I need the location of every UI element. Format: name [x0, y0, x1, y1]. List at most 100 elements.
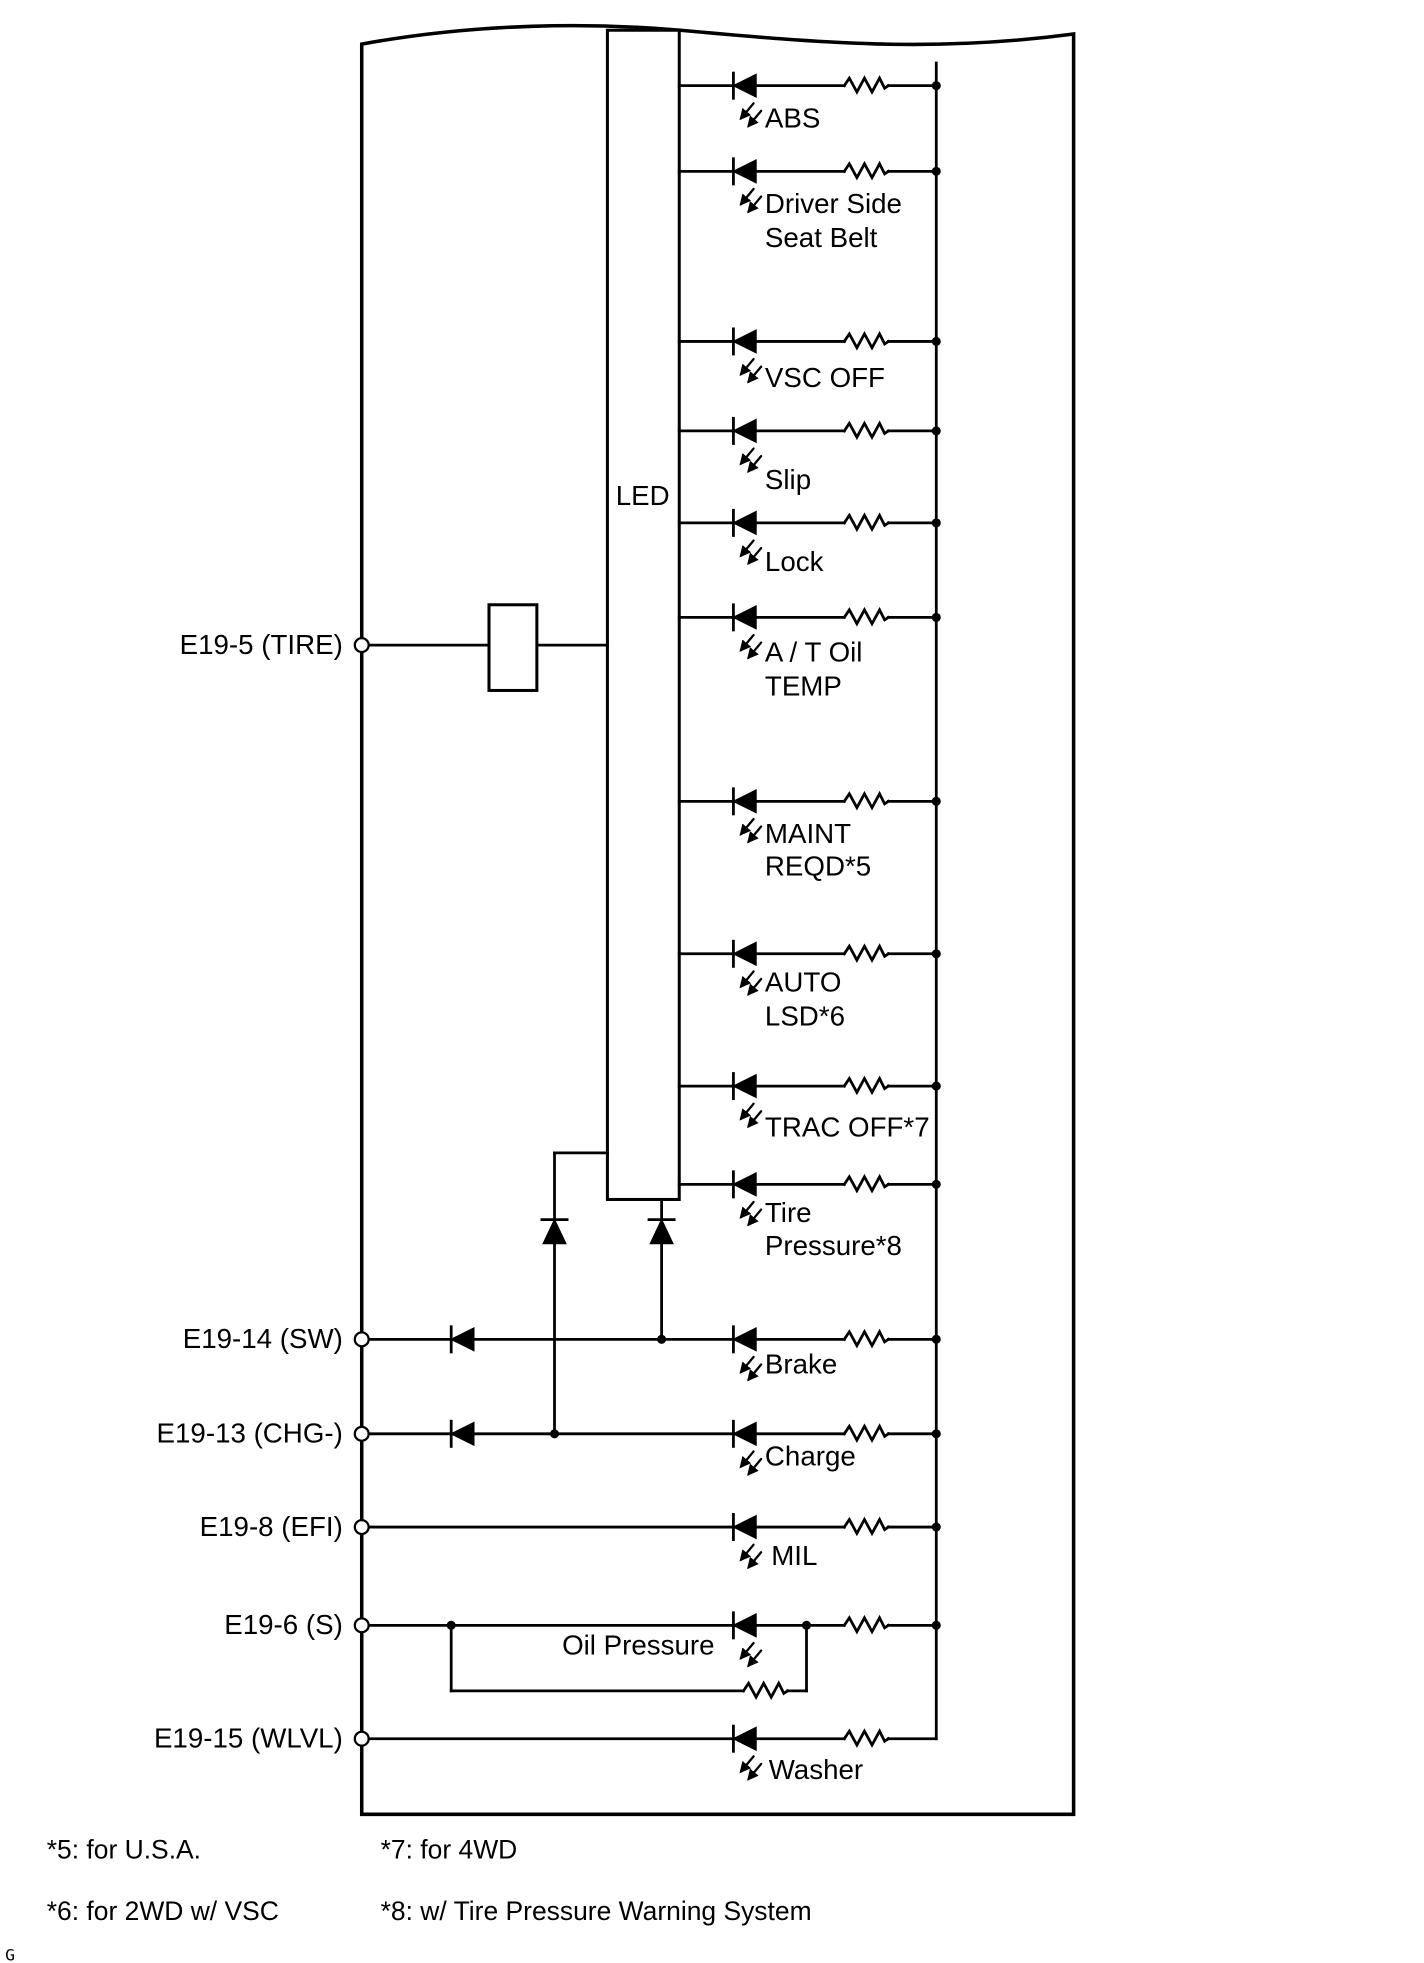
light-emission-arrow: [739, 817, 755, 836]
indicator-label: Washer: [769, 1754, 863, 1785]
light-emission-arrow: [747, 1110, 763, 1129]
light-emission-arrow: [739, 1755, 755, 1774]
light-emission-arrow: [739, 1102, 755, 1121]
diode-triangle: [732, 1612, 757, 1638]
light-emission-arrow: [739, 187, 755, 206]
connector-label: E19-5 (TIRE): [180, 629, 343, 660]
indicator-label: Driver Side: [765, 188, 902, 219]
connector-terminal: [353, 1425, 370, 1442]
resistor-symbol: [842, 790, 891, 811]
led-symbol: [732, 508, 757, 537]
resistor-symbol: [842, 606, 891, 627]
light-emission-arrow: [739, 633, 755, 652]
connector-pin: E19-6 (S): [224, 1609, 370, 1640]
indicator-label: MAINT: [765, 818, 851, 849]
indicator-label: REQD*5: [765, 851, 871, 882]
diode-triangle: [732, 788, 757, 814]
resistor-symbol: [842, 1614, 891, 1635]
resistor-symbol: [842, 943, 891, 963]
junction-dot: [446, 1620, 456, 1630]
light-emission-arrow: [739, 447, 755, 466]
connector-pin: E19-8 (EFI): [200, 1511, 370, 1542]
light-emission-arrow: [747, 1649, 763, 1668]
light-emission-arrow: [747, 1363, 763, 1382]
connector-terminal: [353, 1730, 370, 1747]
diode-triangle: [732, 1726, 757, 1752]
led-symbol: [732, 1611, 757, 1640]
resistor-symbol: [842, 160, 891, 181]
light-emission-arrow: [747, 1208, 763, 1227]
light-emission-arrow: [739, 1200, 755, 1219]
indicator-label: A / T Oil: [765, 636, 863, 667]
diode-triangle: [542, 1218, 567, 1245]
junction-dot: [549, 1429, 560, 1439]
chg-input-circuit: [360, 1151, 735, 1448]
light-emission-arrow: [747, 977, 763, 996]
junction-dot: [931, 1081, 941, 1091]
connector-pin: E19-14 (SW): [183, 1323, 370, 1354]
footnote: *7: for 4WD: [381, 1834, 518, 1864]
indicator-label: Charge: [765, 1440, 856, 1471]
diode-triangle: [732, 1421, 757, 1447]
diode-triangle: [732, 1326, 757, 1352]
led-driver-block: LED: [605, 28, 681, 1201]
indicator-row: MIL: [732, 1513, 941, 1571]
light-emission-arrow: [747, 365, 763, 384]
light-emission-arrow: [747, 1551, 763, 1570]
indicator-row: Lock: [677, 508, 941, 577]
light-emission-arrow: [747, 641, 763, 660]
indicator-label: Oil Pressure: [562, 1629, 714, 1660]
indicator-label: MIL: [771, 1540, 817, 1571]
light-emission-arrows: [739, 970, 763, 996]
diode-symbol: [647, 1218, 676, 1245]
led-symbol: [732, 1170, 757, 1199]
junction-dot: [931, 612, 941, 622]
indicator-row: Oil Pressure: [562, 1611, 941, 1668]
light-emission-arrows: [739, 1543, 763, 1570]
connector-label: E19-15 (WLVL): [154, 1723, 343, 1754]
resistor-symbol: [842, 1173, 891, 1194]
s-input-circuit: [360, 1620, 812, 1701]
indicator-label: Pressure*8: [765, 1230, 902, 1261]
led-symbol: [732, 157, 757, 186]
led-driver-label: LED: [616, 480, 670, 511]
led-symbol: [732, 416, 757, 445]
light-emission-arrow: [739, 1450, 755, 1469]
light-emission-arrow: [739, 970, 755, 989]
junction-dot: [931, 1522, 941, 1532]
diode-triangle: [732, 1073, 757, 1099]
light-emission-arrow: [739, 539, 755, 558]
junction-dot: [931, 796, 941, 806]
junction-dot: [931, 1179, 941, 1189]
resistor-symbol: [842, 1075, 891, 1096]
indicator-label: VSC OFF: [765, 362, 885, 393]
light-emission-arrow: [739, 1543, 755, 1562]
connector-terminal: [353, 1331, 370, 1348]
light-emission-arrows: [739, 1755, 763, 1781]
diode-triangle: [732, 941, 757, 967]
connector-label: E19-6 (S): [224, 1609, 343, 1640]
light-emission-arrow: [747, 454, 763, 473]
connector-terminal: [353, 1617, 370, 1634]
light-emission-arrow: [747, 195, 763, 214]
junction-dot: [931, 336, 941, 346]
indicator-label: AUTO: [765, 967, 841, 998]
indicator-label: TEMP: [765, 670, 842, 701]
indicator-label: ABS: [765, 102, 820, 133]
light-emission-arrows: [739, 102, 763, 128]
light-emission-arrows: [739, 447, 763, 473]
diode-symbol: [449, 1325, 475, 1354]
led-driver-box: [605, 28, 681, 1201]
diode-triangle: [732, 1171, 757, 1197]
light-emission-arrow: [747, 1762, 763, 1781]
junction-dot: [931, 166, 941, 176]
light-emission-arrow: [739, 1641, 755, 1660]
junction-dot: [931, 1620, 941, 1630]
light-emission-arrows: [739, 539, 763, 565]
diode-triangle: [732, 158, 757, 184]
connector-terminal: [353, 637, 370, 654]
indicator-label: Lock: [765, 546, 824, 577]
indicator-label: Slip: [765, 464, 811, 495]
